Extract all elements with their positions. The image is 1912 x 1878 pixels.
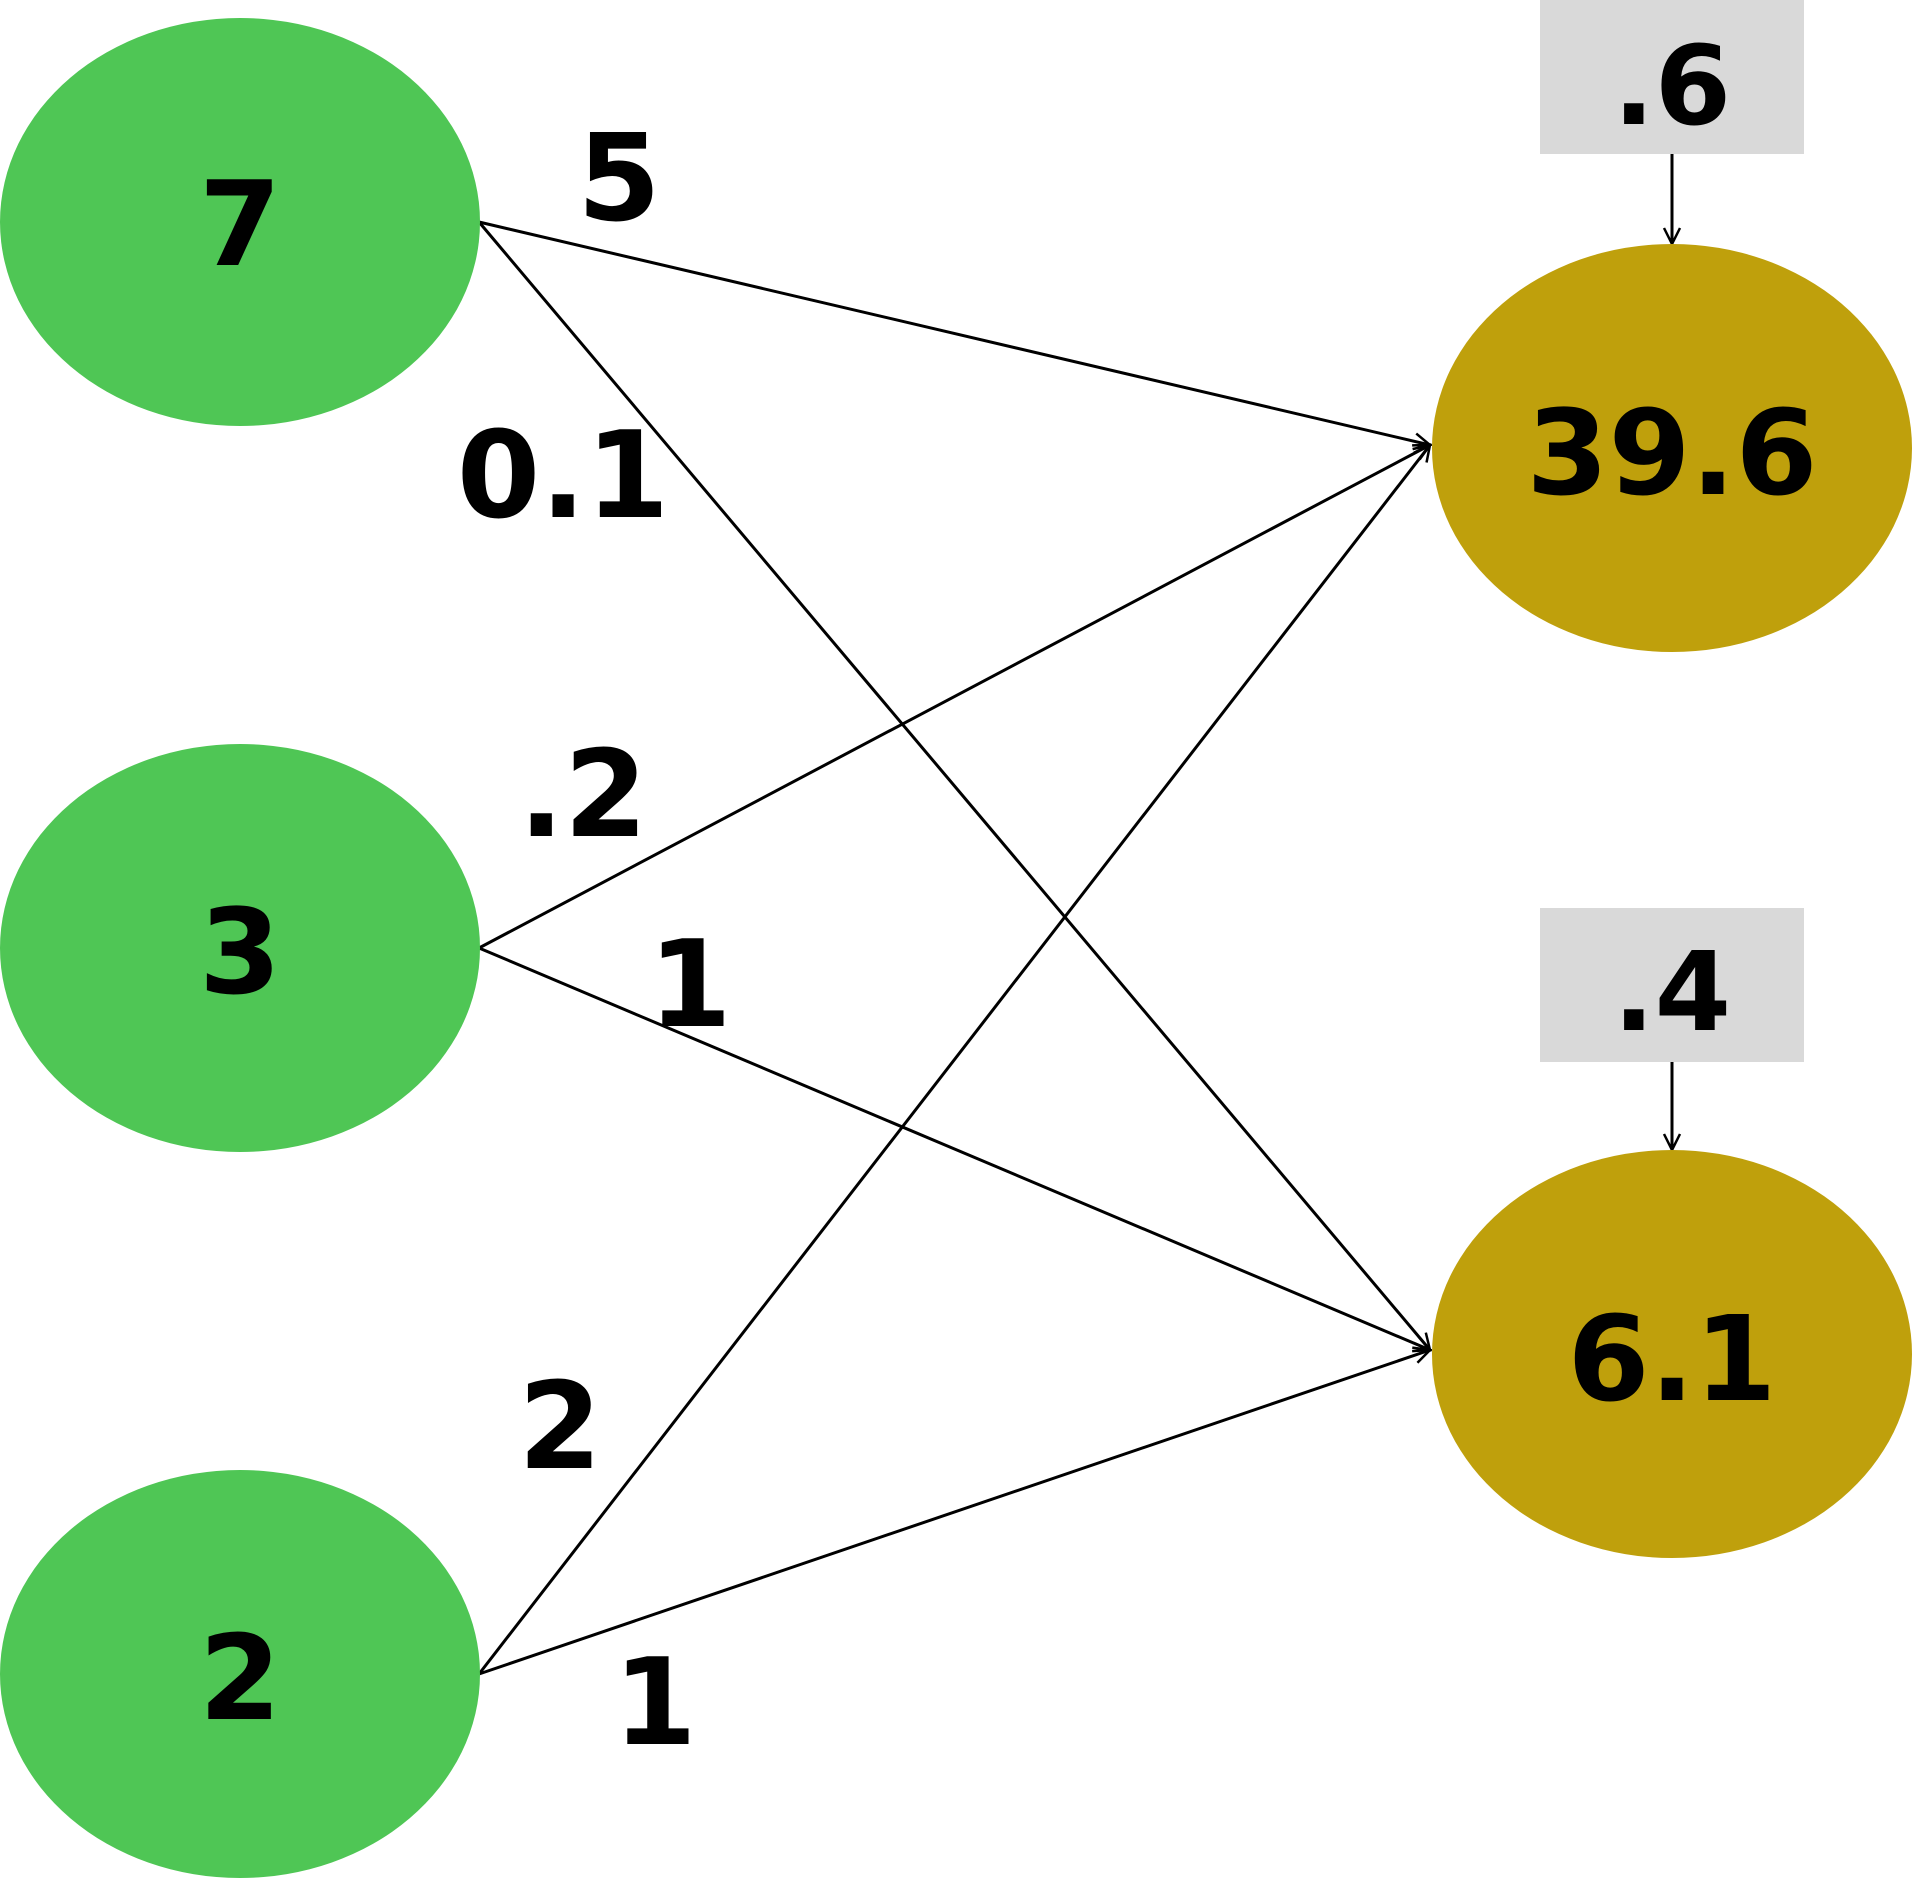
edge-in3-out2 <box>478 1350 1430 1676</box>
weight-label-in2-out2: 1 <box>648 916 732 1055</box>
bias-2-group: .4 <box>1540 908 1804 1150</box>
input-node-2: 3 <box>0 744 480 1152</box>
output-node-2-value: 6.1 <box>1567 1290 1776 1428</box>
edge-in1-out1 <box>478 220 1430 445</box>
output-node-1-value: 39.6 <box>1526 384 1817 522</box>
output-node-1: 39.6 <box>1432 244 1912 652</box>
input-node-2-value: 3 <box>199 883 281 1021</box>
weight-label-in2-out1: .2 <box>518 726 647 865</box>
bias-label-1: .6 <box>1613 22 1731 150</box>
edges <box>477 220 1430 1676</box>
bias-1-group: .6 <box>1540 0 1804 244</box>
output-node-2: 6.1 <box>1432 1150 1912 1558</box>
weight-label-in3-out2: 1 <box>613 1634 697 1773</box>
edge-in2-out2 <box>478 946 1430 1350</box>
weight-label-in3-out1: 2 <box>518 1358 602 1497</box>
edge-in3-out1 <box>477 445 1430 1675</box>
input-node-3-value: 2 <box>199 1609 281 1747</box>
weight-labels: 5 0.1 .2 1 2 1 <box>457 110 732 1773</box>
edge-in2-out1 <box>478 443 1430 950</box>
input-layer: 7 3 2 <box>0 18 480 1878</box>
output-layer: 39.6 6.1 <box>1432 244 1912 1558</box>
bias-label-2: .4 <box>1613 928 1731 1056</box>
weight-label-in1-out2: 0.1 <box>457 407 670 546</box>
input-node-1-value: 7 <box>199 155 281 293</box>
input-node-1: 7 <box>0 18 480 426</box>
input-node-3: 2 <box>0 1470 480 1878</box>
bias-box-2 <box>1540 908 1804 1062</box>
edge-in1-out2 <box>477 221 1430 1350</box>
bias-box-1 <box>1540 0 1804 154</box>
weight-label-in1-out1: 5 <box>577 110 661 249</box>
